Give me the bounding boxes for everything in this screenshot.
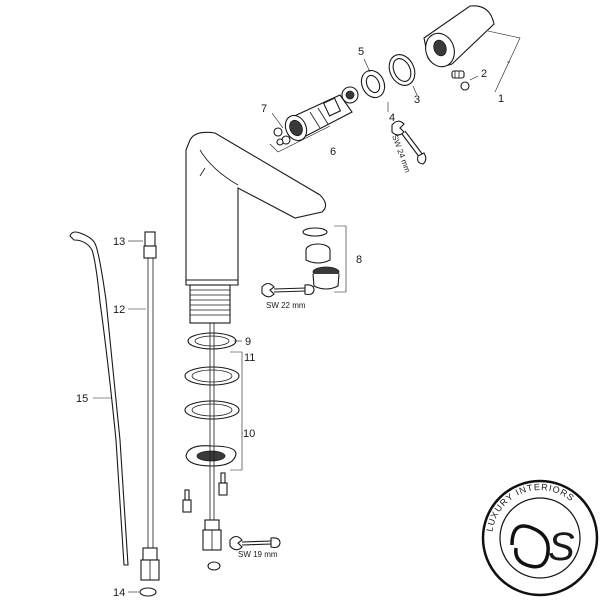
washer-10 — [184, 400, 240, 420]
ring-3 — [388, 54, 416, 86]
callout-3: 3 — [414, 94, 420, 106]
callout-14: 14 — [113, 587, 125, 599]
wrench-sw19-icon — [229, 535, 281, 551]
wrench-label-sw22: SW 22 mm — [266, 301, 306, 310]
cartridge — [284, 86, 359, 142]
wrench-label-sw19: SW 19 mm — [238, 550, 278, 559]
callout-9: 9 — [245, 336, 251, 348]
callout-10: 10 — [243, 428, 255, 440]
callout-11: 11 — [244, 352, 255, 364]
callout-5: 5 — [358, 46, 364, 58]
wrench-label-sw24: SW 24 mm — [390, 134, 412, 175]
connector-nut — [202, 519, 222, 571]
threaded-shank — [189, 284, 231, 324]
logo-monogram: S — [548, 525, 575, 569]
screw-cover — [460, 81, 470, 91]
seal-rings-7 — [273, 127, 291, 146]
fixing-bolts — [182, 472, 228, 513]
aerator-parts — [302, 227, 340, 290]
handle-cap — [423, 5, 495, 68]
callout-15: 15 — [76, 393, 88, 405]
tap-body — [185, 131, 327, 286]
lever-rod — [69, 231, 129, 566]
callout-13: 13 — [113, 236, 125, 248]
callout-4: 4 — [389, 112, 395, 124]
washer-11 — [184, 366, 240, 386]
flexible-hose — [139, 231, 160, 597]
callout-2: 2 — [481, 68, 487, 80]
wrench-sw22-icon — [261, 282, 315, 298]
callout-12: 12 — [113, 304, 125, 316]
washer-9 — [187, 332, 237, 350]
fixing-plate — [185, 445, 237, 467]
callout-7: 7 — [261, 103, 267, 115]
wrench-sw24-icon — [391, 120, 427, 165]
callout-6: 6 — [330, 146, 336, 158]
callout-1: 1 — [498, 93, 504, 105]
luxury-interiors-logo: LUXURY INTERIORS S — [481, 479, 599, 597]
nut-5 — [360, 69, 386, 99]
threaded-rod — [209, 323, 215, 520]
grub-screw — [451, 70, 465, 79]
callout-8: 8 — [356, 254, 362, 266]
